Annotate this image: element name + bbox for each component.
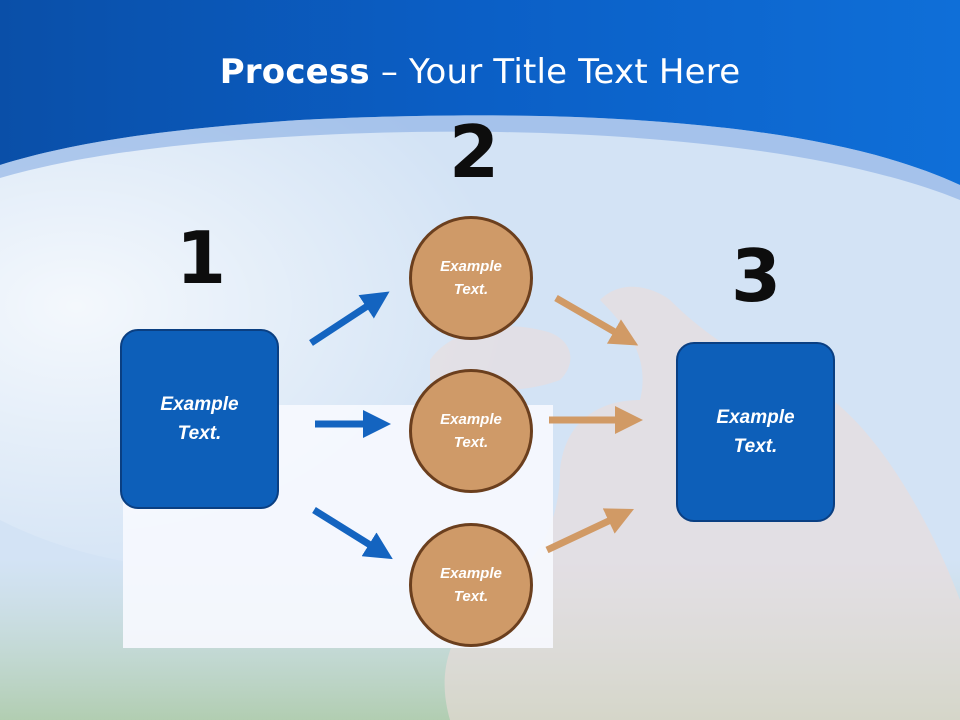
step-1-box[interactable]: Example Text. — [120, 329, 279, 509]
circle-middle-text: Example Text. — [426, 408, 516, 454]
circle-top-line2: Text. — [453, 281, 489, 298]
circle-top[interactable]: Example Text. — [409, 216, 533, 340]
title-rest: – Your Title Text Here — [369, 52, 741, 92]
step-1-text-line1: Example — [160, 394, 239, 415]
circle-bottom-text: Example Text. — [426, 562, 516, 608]
step-3-text-line2: Text. — [733, 436, 778, 457]
circle-bottom-line2: Text. — [453, 588, 489, 605]
step-1-text: Example Text. — [140, 390, 260, 448]
step-number-3: 3 — [731, 234, 782, 318]
step-3-text: Example Text. — [696, 403, 816, 461]
step-3-box[interactable]: Example Text. — [676, 342, 835, 522]
title-bold: Process — [219, 52, 370, 92]
page-title: Process – Your Title Text Here — [0, 52, 960, 92]
circle-bottom[interactable]: Example Text. — [409, 523, 533, 647]
circle-middle[interactable]: Example Text. — [409, 369, 533, 493]
circle-middle-line2: Text. — [453, 434, 489, 451]
circle-bottom-line1: Example — [440, 565, 502, 582]
header-band — [0, 0, 960, 185]
step-number-1: 1 — [176, 216, 227, 300]
step-number-2: 2 — [449, 110, 500, 194]
circle-top-line1: Example — [440, 258, 502, 275]
circle-middle-line1: Example — [440, 411, 502, 428]
circle-top-text: Example Text. — [426, 255, 516, 301]
step-3-text-line1: Example — [716, 407, 795, 428]
step-1-text-line2: Text. — [177, 423, 222, 444]
